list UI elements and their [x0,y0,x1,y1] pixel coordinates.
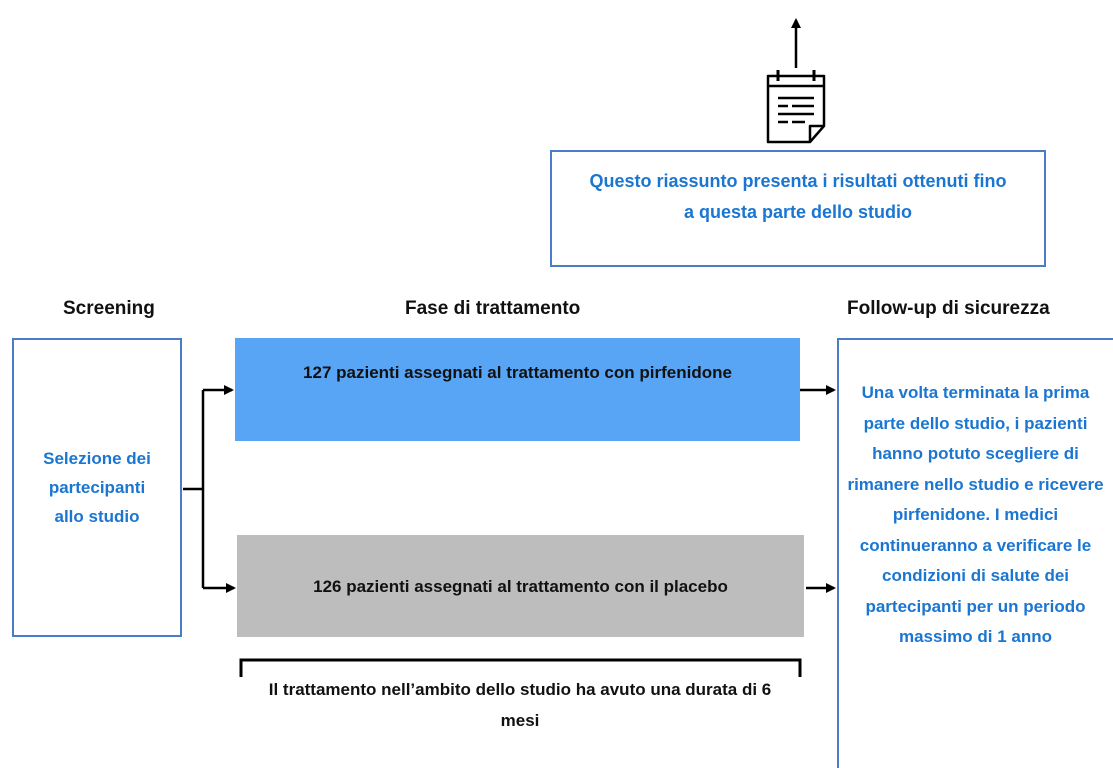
heading-screening: Screening [63,298,155,319]
duration-bracket [239,658,802,677]
followup-box-text: Una volta terminata la prima parte dello… [847,383,1104,646]
followup-box: Una volta terminata la prima parte dello… [837,338,1113,768]
screening-box: Selezione dei partecipanti allo studio [12,338,182,637]
duration-note-text: Il trattamento nell’ambito dello studio … [268,680,772,730]
screening-box-text: Selezione dei partecipanti allo studio [43,449,151,526]
heading-treatment: Fase di trattamento [405,298,581,319]
heading-followup: Follow-up di sicurezza [847,298,1050,319]
arm-pirfenidone-box: 127 pazienti assegnati al trattamento co… [235,338,800,441]
arm-placebo-text: 126 pazienti assegnati al trattamento co… [313,576,728,596]
summary-note-text: Questo riassunto presenta i risultati ot… [589,171,1007,222]
document-icon [766,70,826,144]
arm-placebo-box: 126 pazienti assegnati al trattamento co… [237,535,804,637]
arm-pirfenidone-text: 127 pazienti assegnati al trattamento co… [303,363,732,382]
summary-note-box: Questo riassunto presenta i risultati ot… [550,150,1046,267]
